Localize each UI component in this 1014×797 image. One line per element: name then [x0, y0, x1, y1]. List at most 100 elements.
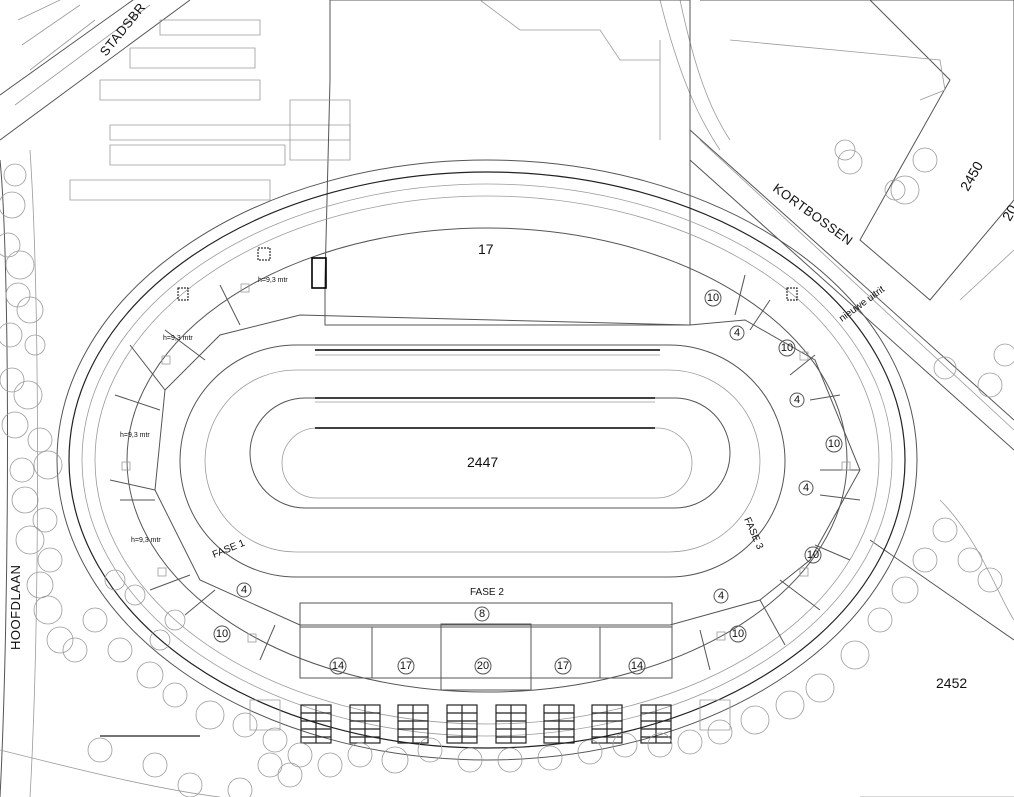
- tree: [277, 762, 303, 788]
- tree: [87, 737, 113, 763]
- section-number: 20: [474, 657, 492, 675]
- tree: [0, 191, 26, 219]
- tree: [124, 584, 146, 606]
- tree: [5, 282, 31, 308]
- tree: [933, 356, 957, 380]
- tree: [162, 682, 188, 708]
- section-number: 14: [329, 657, 347, 675]
- section-number: 4: [713, 588, 729, 604]
- tree: [142, 752, 168, 778]
- road-label-hoofdlaan: HOOFDLAAN: [8, 565, 23, 650]
- svg-text:4: 4: [241, 584, 247, 596]
- section-numbers: 10 4 10 4 10 4 10 4 10 4 10 8 14 17 20 1…: [213, 289, 843, 675]
- tree: [707, 719, 733, 745]
- tree: [9, 457, 35, 483]
- tree: [740, 705, 770, 735]
- tree: [0, 322, 23, 348]
- tree: [32, 507, 58, 533]
- tree: [912, 547, 938, 573]
- tree: [257, 752, 283, 778]
- bike-parking-rows: [100, 699, 731, 744]
- svg-text:17: 17: [557, 660, 569, 672]
- tree: [33, 595, 63, 625]
- svg-text:17: 17: [400, 660, 412, 672]
- svg-text:4: 4: [803, 482, 809, 494]
- tree: [612, 732, 638, 758]
- svg-text:20: 20: [477, 660, 489, 672]
- tree: [26, 571, 54, 599]
- tree: [537, 745, 563, 771]
- section-number: 10: [729, 625, 747, 643]
- tree: [62, 637, 88, 663]
- tree: [82, 607, 108, 633]
- parcel-label-2447: 2447: [467, 454, 498, 470]
- tree: [932, 517, 958, 543]
- tree: [262, 727, 288, 753]
- tree: [577, 739, 603, 765]
- tree: [891, 576, 919, 604]
- svg-text:10: 10: [781, 342, 793, 354]
- section-markers: [121, 283, 851, 643]
- south-stand: [299, 602, 673, 691]
- section-number: 4: [236, 582, 252, 598]
- svg-text:14: 14: [332, 660, 344, 672]
- section-number: 17: [554, 657, 572, 675]
- tree: [957, 547, 983, 573]
- height-label-1: h=9,3 mtr: [258, 277, 288, 284]
- height-label-2: h=9,3 mtr: [163, 335, 193, 342]
- annotation-fase1: FASE 1: [211, 538, 247, 561]
- section-number: 10: [825, 435, 843, 453]
- tree: [884, 179, 906, 201]
- section-number: 4: [798, 480, 814, 496]
- tree: [993, 343, 1014, 367]
- section-number: 4: [729, 325, 745, 341]
- tree: [195, 700, 225, 730]
- parking-area-northwest: [17, 0, 351, 201]
- tree: [890, 175, 920, 205]
- svg-text:4: 4: [734, 327, 740, 339]
- tree: [287, 742, 313, 768]
- section-number: 8: [474, 606, 490, 622]
- tree: [840, 640, 870, 670]
- height-label-4: h=9,3 mtr: [131, 537, 161, 544]
- tree: [107, 637, 133, 663]
- tree: [0, 367, 25, 393]
- trees: [0, 139, 1014, 797]
- tree: [33, 450, 63, 480]
- tree: [805, 673, 835, 703]
- tree: [104, 569, 126, 591]
- tree: [497, 747, 523, 773]
- tree: [24, 334, 46, 356]
- tree: [46, 626, 74, 654]
- svg-text:4: 4: [794, 394, 800, 406]
- parcel-label-2450: 2450: [957, 158, 987, 193]
- tree: [912, 147, 938, 173]
- tree: [15, 525, 45, 555]
- tree: [417, 737, 443, 763]
- tree: [834, 139, 856, 161]
- tree: [677, 729, 703, 755]
- svg-text:10: 10: [707, 292, 719, 304]
- tree: [232, 712, 258, 738]
- stair-markers: [177, 247, 798, 301]
- svg-text:10: 10: [216, 628, 228, 640]
- tree: [16, 296, 44, 324]
- stand-separators: [109, 274, 861, 671]
- tree: [149, 629, 171, 651]
- tree: [381, 746, 409, 774]
- section-number: 14: [628, 657, 646, 675]
- stadium: [56, 159, 918, 761]
- svg-text:10: 10: [807, 549, 819, 561]
- tree: [13, 380, 43, 410]
- svg-text:10: 10: [732, 628, 744, 640]
- tree: [775, 690, 805, 720]
- tree: [3, 163, 27, 187]
- tree: [227, 777, 253, 797]
- tree: [457, 747, 483, 773]
- tree: [647, 732, 673, 758]
- tree: [977, 372, 1003, 398]
- tree: [0, 232, 21, 258]
- tree: [347, 742, 373, 768]
- height-label-3: h=9,3 mtr: [120, 432, 150, 439]
